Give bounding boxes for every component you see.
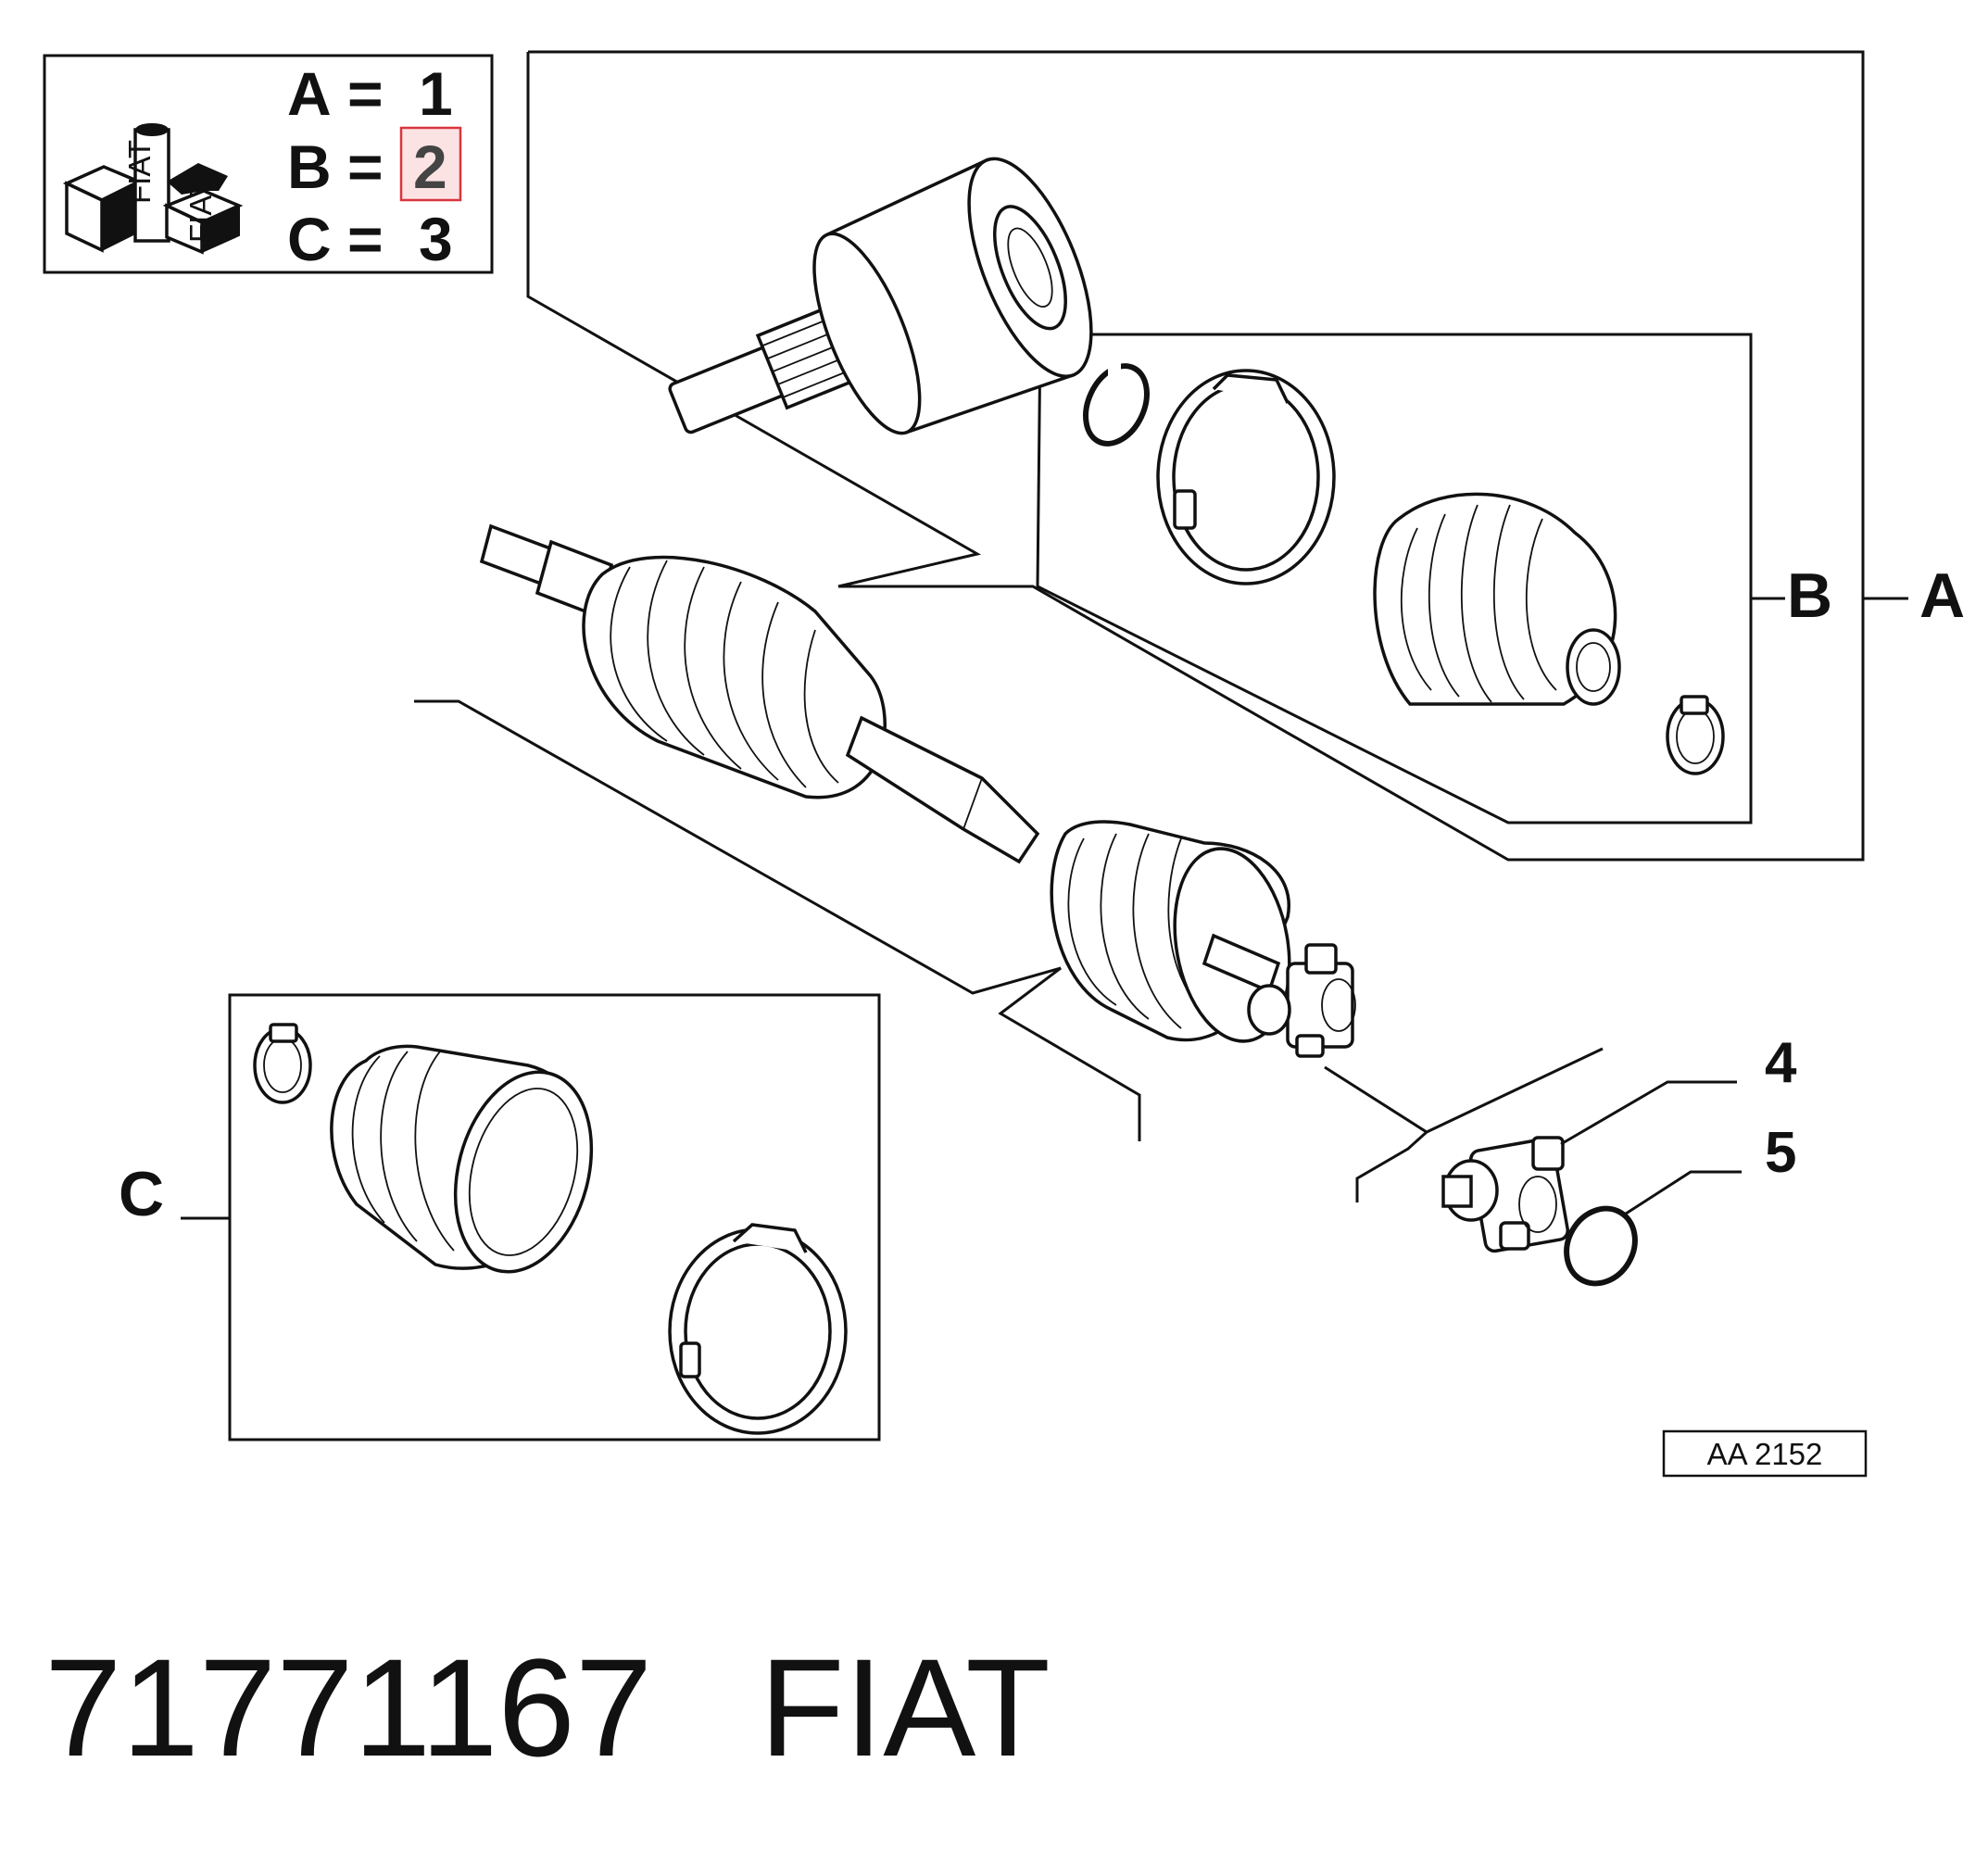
- legend-eq-a: =: [347, 59, 384, 128]
- group-label-c: C: [119, 1159, 164, 1229]
- legend-letter-a: A: [287, 59, 332, 128]
- boot-clamp-large-c: [668, 1223, 848, 1435]
- boot-clamp-small-c: [253, 1023, 312, 1104]
- boot-clamp-large-b: [1156, 369, 1336, 585]
- boot-b: [1373, 492, 1621, 706]
- legend-qty-b: 2: [413, 132, 447, 201]
- outer-cv-joint: [668, 157, 1093, 435]
- group-b-frame: B: [1036, 333, 1832, 825]
- boot-clamp-small-b: [1666, 695, 1725, 775]
- legend-qty-c: 3: [419, 205, 453, 273]
- reference-code-box: AA 2152: [1662, 1429, 1868, 1478]
- kit-boxes-icon: FIAT FIAT: [62, 123, 244, 255]
- legend-eq-b: =: [347, 132, 384, 201]
- group-label-b: B: [1787, 560, 1832, 631]
- legend-letter-c: C: [287, 205, 332, 273]
- kit-icon-brand-2: FIAT: [183, 179, 218, 243]
- tripod-joint-part-4: 4: [1324, 1031, 1797, 1253]
- callout-4: 4: [1765, 1031, 1797, 1095]
- kit-legend: FIAT FIAT A = 1 B = 2 C = 3: [43, 54, 494, 274]
- legend-letter-b: B: [287, 132, 332, 201]
- legend-qty-a: 1: [419, 59, 453, 128]
- footer: 71771167 FIAT: [44, 1630, 1051, 1785]
- boot-c: [330, 1044, 594, 1274]
- brand-name: FIAT: [760, 1630, 1051, 1785]
- driveshaft-assembly: [479, 523, 1356, 1058]
- callout-5: 5: [1765, 1121, 1796, 1185]
- group-label-a: A: [1919, 560, 1965, 631]
- kit-icon-brand: FIAT: [122, 140, 157, 204]
- legend-eq-c: =: [347, 205, 384, 273]
- reference-code: AA 2152: [1707, 1437, 1823, 1471]
- group-c-frame: C: [119, 699, 1141, 1441]
- legend-highlight-box: [399, 126, 462, 202]
- retaining-ring-part-5: 5: [1564, 1121, 1796, 1287]
- circlip: [1083, 363, 1150, 447]
- part-number: 71771167: [44, 1630, 652, 1785]
